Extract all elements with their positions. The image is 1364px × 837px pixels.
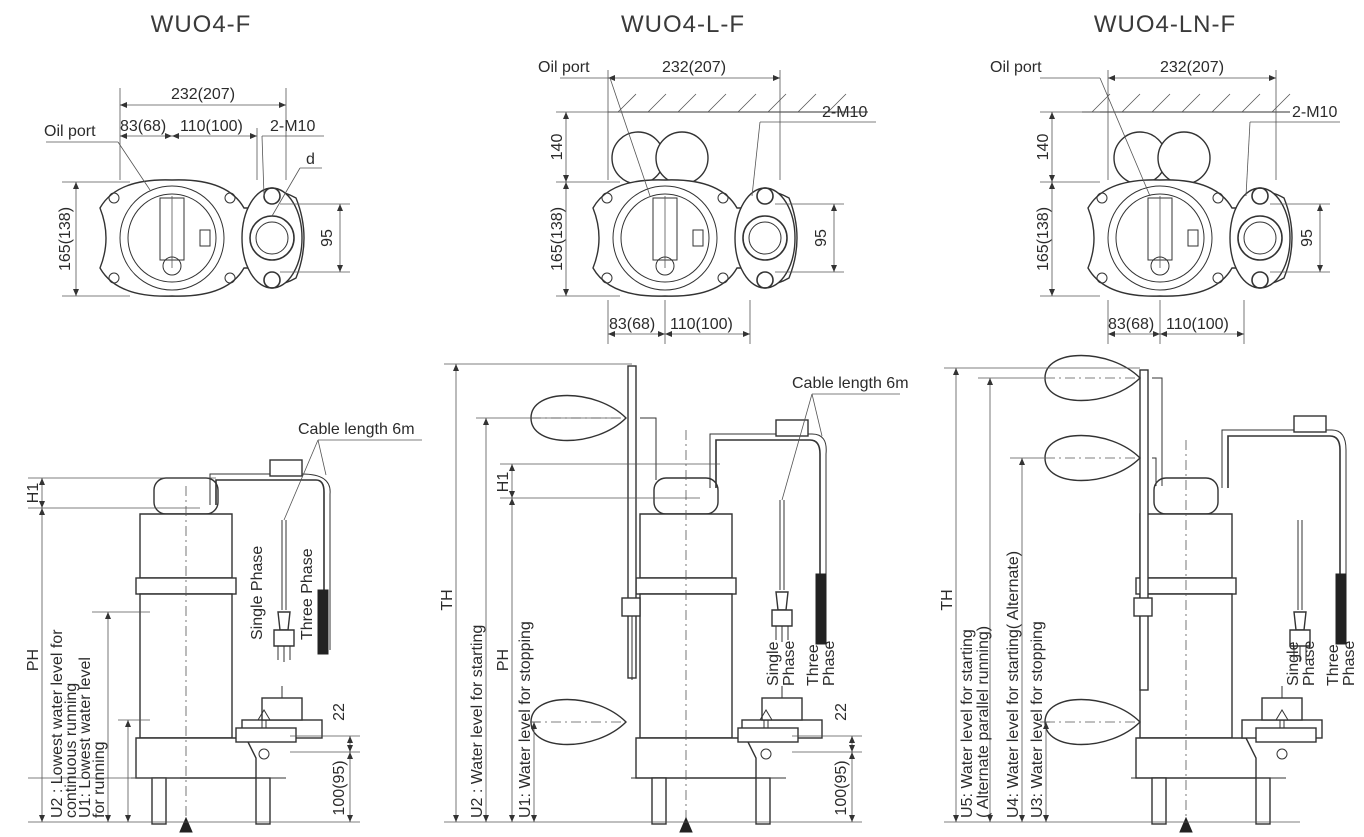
- dim-width-1: 232(207): [171, 86, 235, 103]
- dim-flange-1: 95: [319, 229, 336, 247]
- bolt-label-3: 2-M10: [1292, 104, 1337, 121]
- dim-right-2: 110(100): [670, 316, 733, 333]
- u2-label-1: U2 : Lowest water level for: [49, 629, 66, 818]
- u1-label-2: U1: Water level for stopping: [517, 621, 534, 818]
- cable-label-2: Cable length 6m: [792, 375, 909, 392]
- three-phase-2a: Three: [805, 644, 822, 686]
- top-view-3: 232(207) Oil port 2-M10 140 165(138) 95 …: [990, 59, 1340, 344]
- oil-port-label-1: Oil port: [44, 123, 96, 140]
- dim-flange-2: 95: [813, 229, 830, 247]
- d-label-1: d: [306, 151, 315, 168]
- h1-label-2: H1: [495, 472, 512, 493]
- bolt-label-2: 2-M10: [822, 104, 867, 121]
- dim-right-1: 110(100): [180, 118, 243, 135]
- ph-label-2: PH: [495, 649, 512, 671]
- model-title-2: WUO4-L-F: [621, 11, 745, 38]
- dim-width-2: 232(207): [662, 59, 726, 76]
- dim-left-2: 83(68): [609, 316, 655, 333]
- u5b-label-3: ( Alternate parallel running): [975, 626, 992, 818]
- single-phase-2b: Phase: [781, 641, 798, 686]
- th-label-2: TH: [439, 589, 456, 610]
- dim-height-1: 165(138): [57, 207, 74, 271]
- dim-140-3: 140: [1035, 134, 1052, 161]
- three-phase-1: Three Phase: [299, 548, 316, 640]
- single-phase-3a: Single: [1285, 641, 1302, 686]
- u4-label-3: U4: Water level for starting( Alternate): [1005, 551, 1022, 818]
- dim-height-2: 165(138): [549, 207, 566, 271]
- top-view-1: 232(207) Oil port 83(68) 110(100) 2-M10 …: [44, 86, 350, 297]
- dim-left-3: 83(68): [1108, 316, 1154, 333]
- single-phase-2a: Single: [765, 641, 782, 686]
- dim-100-1: 100(95): [331, 760, 348, 815]
- dim-height-3: 165(138): [1035, 207, 1052, 271]
- dim-left-1: 83(68): [120, 118, 166, 135]
- dim-right-3: 110(100): [1166, 316, 1229, 333]
- three-phase-3b: Phase: [1341, 641, 1358, 686]
- side-view-3: TH U5: Water level for starting ( Altern…: [939, 354, 1358, 833]
- dim-width-3: 232(207): [1160, 59, 1224, 76]
- h1-label-1: H1: [25, 483, 42, 504]
- model-title-1: WUO4-F: [151, 11, 252, 38]
- dim-22-2: 22: [833, 703, 850, 721]
- side-view-1: H1 PH U2 : Lowest water level for contin…: [25, 421, 422, 833]
- single-phase-3b: Phase: [1301, 641, 1318, 686]
- dim-140-2: 140: [549, 134, 566, 161]
- u1-label-1: U1: Lowest water level: [77, 657, 94, 818]
- dim-flange-3: 95: [1299, 229, 1316, 247]
- u2-label-2: U2 : Water level for starting: [469, 625, 486, 818]
- u3-label-3: U3: Water level for stopping: [1029, 621, 1046, 818]
- dim-100-2: 100(95): [833, 760, 850, 815]
- u5-label-3: U5: Water level for starting: [959, 629, 976, 818]
- u1b-label-1: for running: [91, 742, 108, 819]
- oil-port-label-2: Oil port: [538, 59, 590, 76]
- top-view-2: 232(207) Oil port 2-M10 140 165(138) 95 …: [538, 59, 876, 344]
- u2b-label-1: continuous running: [63, 683, 80, 818]
- single-phase-1: Single Phase: [249, 546, 266, 640]
- bolt-label-1: 2-M10: [270, 118, 315, 135]
- cable-label-1: Cable length 6m: [298, 421, 415, 438]
- three-phase-2b: Phase: [821, 641, 838, 686]
- ph-label-1: PH: [25, 649, 42, 671]
- th-label-3: TH: [939, 589, 956, 610]
- three-phase-3a: Three: [1325, 644, 1342, 686]
- side-view-2: TH U2 : Water level for starting H1 PH U…: [439, 363, 909, 833]
- model-title-3: WUO4-LN-F: [1094, 11, 1236, 38]
- oil-port-label-3: Oil port: [990, 59, 1042, 76]
- dim-22-1: 22: [331, 703, 348, 721]
